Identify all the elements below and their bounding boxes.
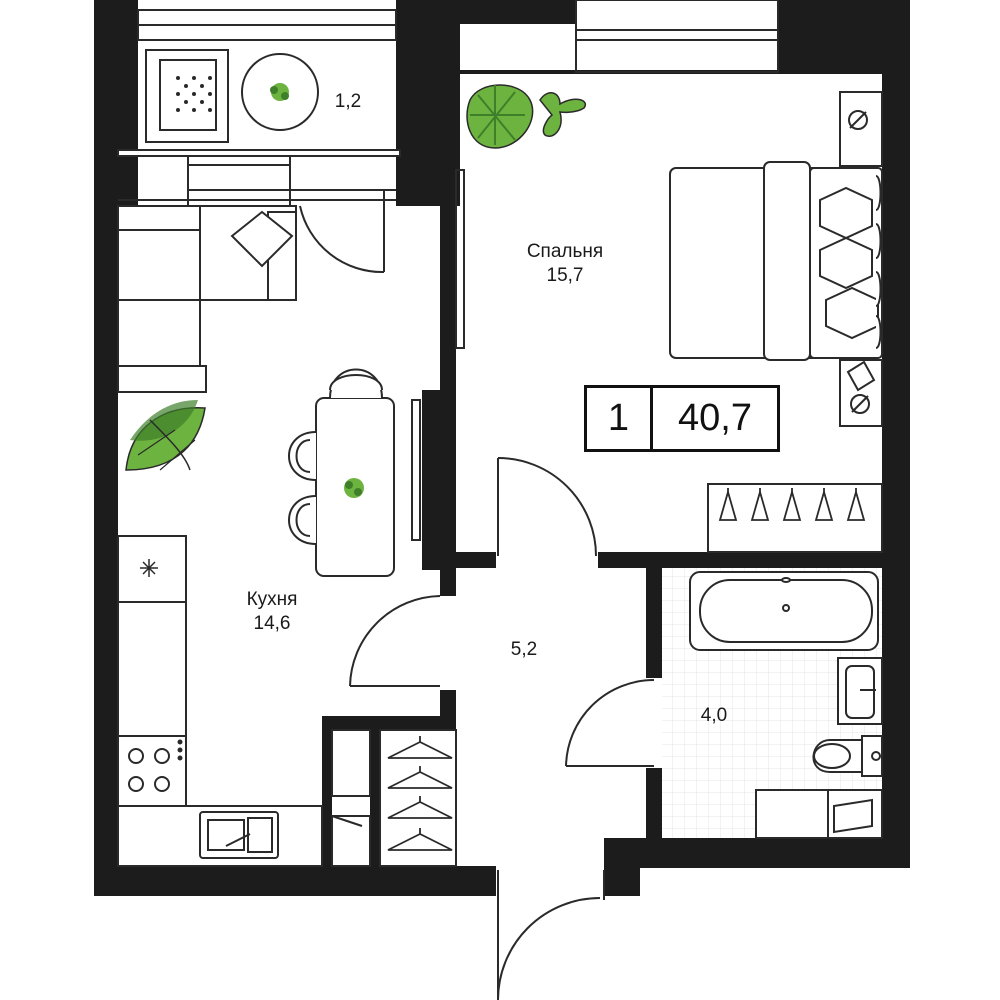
exterior-walls (94, 0, 910, 896)
balcony-label: 1,2 (318, 90, 378, 114)
hall-closet (331, 729, 457, 867)
bedroom-area: 15,7 (546, 265, 584, 286)
room-count: 1 (587, 388, 653, 449)
doors (299, 190, 655, 1000)
bathroom-area: 4,0 (700, 705, 728, 726)
washbasin (837, 657, 883, 725)
kitchen-area: 14,6 (253, 613, 291, 634)
table-plant (344, 478, 364, 498)
total-area: 40,7 (678, 397, 752, 439)
hall-area: 5,2 (510, 639, 538, 660)
dining-table (288, 368, 395, 577)
kitchen-counter (117, 535, 323, 867)
bedroom-wardrobe (707, 483, 883, 553)
balcony-area: 1,2 (334, 91, 362, 112)
bathroom-label: 4,0 (684, 704, 744, 728)
balcony-armchair (145, 49, 229, 143)
fridge-icon (140, 559, 158, 577)
nightstand-bottom (839, 359, 883, 427)
sliding-partitions (411, 169, 465, 541)
interior-walls (322, 74, 882, 866)
toilet (812, 735, 883, 777)
bedroom-label: Спальня 15,7 (500, 240, 630, 288)
bathtub (689, 571, 879, 651)
windows (137, 0, 779, 73)
bedroom-name: Спальня (526, 241, 604, 262)
bedroom-plant (466, 84, 587, 149)
washing-machine (755, 789, 883, 839)
sink-icon (199, 811, 279, 859)
sofa (117, 205, 297, 393)
balcony-door-frame (117, 149, 401, 207)
stove-icon (128, 739, 183, 792)
nightstand-top (839, 91, 883, 167)
apartment-summary-badge: 1 40,7 (584, 385, 780, 452)
kitchen-plant (125, 400, 206, 471)
double-bed (669, 161, 883, 361)
kitchen-name: Кухня (246, 589, 298, 610)
kitchen-label: Кухня 14,6 (212, 588, 332, 636)
hall-label: 5,2 (494, 638, 554, 662)
balcony-table (241, 53, 319, 131)
